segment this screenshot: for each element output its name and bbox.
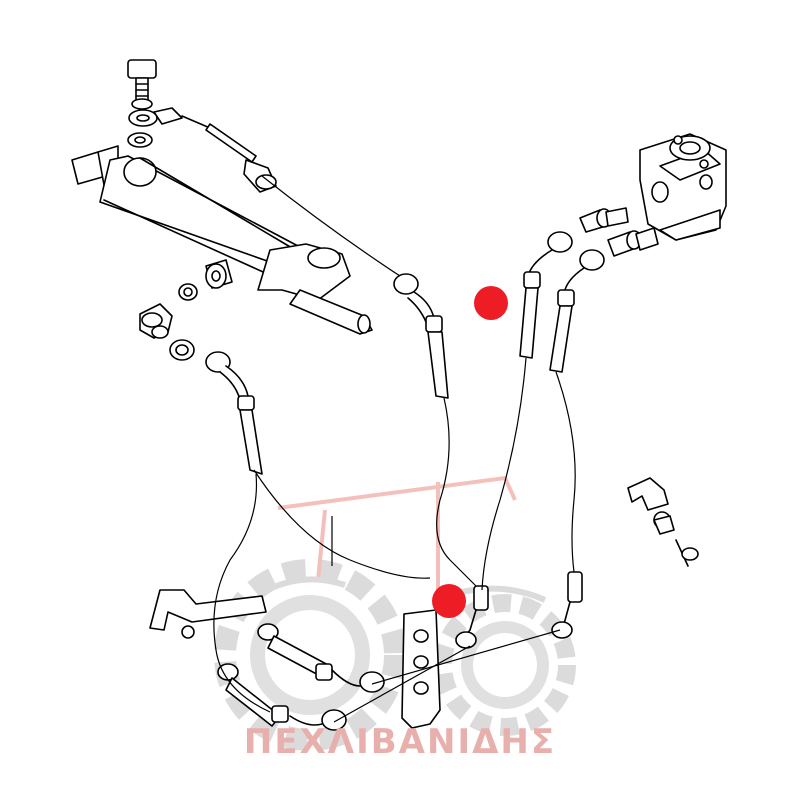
steering-cylinder: [71, 145, 373, 335]
lower-hose-left: [257, 623, 385, 693]
watermark-cabin: [277, 475, 517, 590]
hydraulic-hose-b: [393, 273, 449, 399]
watermark-logo: [214, 475, 576, 751]
valve-adapters: [579, 207, 659, 257]
bushing: [178, 259, 233, 301]
hotspot-lower[interactable]: [432, 584, 466, 618]
watermark-brand-text: ΠΕΧΛΙΒΑΝΙΔΗΣ: [243, 722, 557, 762]
hydraulic-hose-d: [549, 249, 605, 373]
lower-fittings: [455, 571, 583, 649]
steering-valve: [639, 133, 727, 241]
hydraulic-hose-a: [205, 351, 263, 475]
clamp-bracket: [627, 477, 699, 567]
watermark-gear-right: [434, 594, 576, 736]
bleed-pipe: [181, 115, 277, 193]
banjo-bolt: [127, 59, 157, 110]
hose-bracket: [149, 589, 267, 639]
elbow-fitting: [139, 303, 195, 361]
bulkhead-plate: [401, 609, 441, 729]
hose-runs: [213, 175, 576, 723]
hydraulic-hose-c: [519, 231, 573, 359]
hotspot-upper[interactable]: [474, 286, 508, 320]
banjo-fitting: [127, 107, 183, 148]
